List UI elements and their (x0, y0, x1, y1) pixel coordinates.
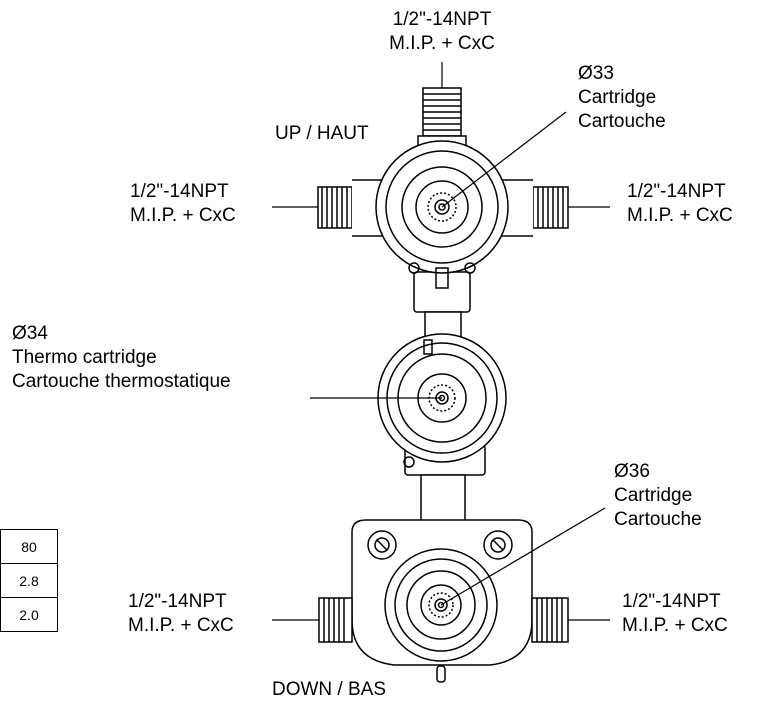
table-cell: 2.8 (0, 563, 58, 598)
upper-cartridge-en: Cartridge (578, 87, 657, 108)
thermo-cartridge-size: Ø34 (12, 323, 48, 344)
upper-left-thread: 1/2"-14NPT (130, 181, 229, 202)
lower-left-thread: 1/2"-14NPT (128, 591, 227, 612)
thermo-cartridge-fr: Cartouche thermostatique (12, 371, 231, 392)
top-inlet-thread: 1/2"-14NPT (392, 9, 492, 30)
lower-valve-body (318, 519, 569, 683)
lower-right-connection: M.I.P. + CxC (622, 615, 728, 636)
lower-cartridge-size: Ø36 (614, 461, 650, 482)
down-label: DOWN / BAS (272, 679, 387, 700)
upper-cartridge-size: Ø33 (578, 63, 614, 84)
upper-valve (375, 140, 509, 289)
upper-cartridge-label: Ø33 Cartridge Cartouche (578, 62, 666, 134)
lower-left-connection: M.I.P. + CxC (128, 615, 234, 636)
upper-right-label: 1/2"-14NPT M.I.P. + CxC (627, 180, 733, 228)
upper-left-pipe (317, 179, 386, 237)
upper-right-thread: 1/2"-14NPT (627, 181, 726, 202)
thermo-cartridge-label: Ø34 Thermo cartridge Cartouche thermosta… (12, 322, 231, 394)
lower-cartridge-en: Cartridge (614, 485, 693, 506)
thermo-cartridge-en: Thermo cartridge (12, 347, 157, 368)
table-row: 80 (0, 529, 58, 564)
lower-left-label: 1/2"-14NPT M.I.P. + CxC (128, 590, 234, 638)
top-inlet-connection: M.I.P. + CxC (389, 33, 495, 54)
table-cell: 80 (0, 529, 58, 564)
lower-right-thread: 1/2"-14NPT (622, 591, 721, 612)
leader-lines (272, 62, 610, 621)
up-label: UP / HAUT (275, 123, 369, 144)
table-row: 2.8 (0, 563, 58, 598)
upper-left-label: 1/2"-14NPT M.I.P. + CxC (130, 180, 236, 228)
lower-cartridge-fr: Cartouche (614, 509, 702, 530)
upper-right-connection: M.I.P. + CxC (627, 205, 733, 226)
lower-cartridge-label: Ø36 Cartridge Cartouche (614, 460, 702, 532)
upper-left-connection: M.I.P. + CxC (130, 205, 236, 226)
upper-right-pipe (499, 179, 569, 237)
table-row: 2.0 (0, 597, 58, 632)
table-cell: 2.0 (0, 597, 58, 632)
spec-table: 80 2.8 2.0 (0, 529, 58, 632)
top-inlet-label: 1/2"-14NPT M.I.P. + CxC (362, 8, 522, 56)
lower-right-label: 1/2"-14NPT M.I.P. + CxC (622, 590, 728, 638)
upper-cartridge-fr: Cartouche (578, 111, 666, 132)
